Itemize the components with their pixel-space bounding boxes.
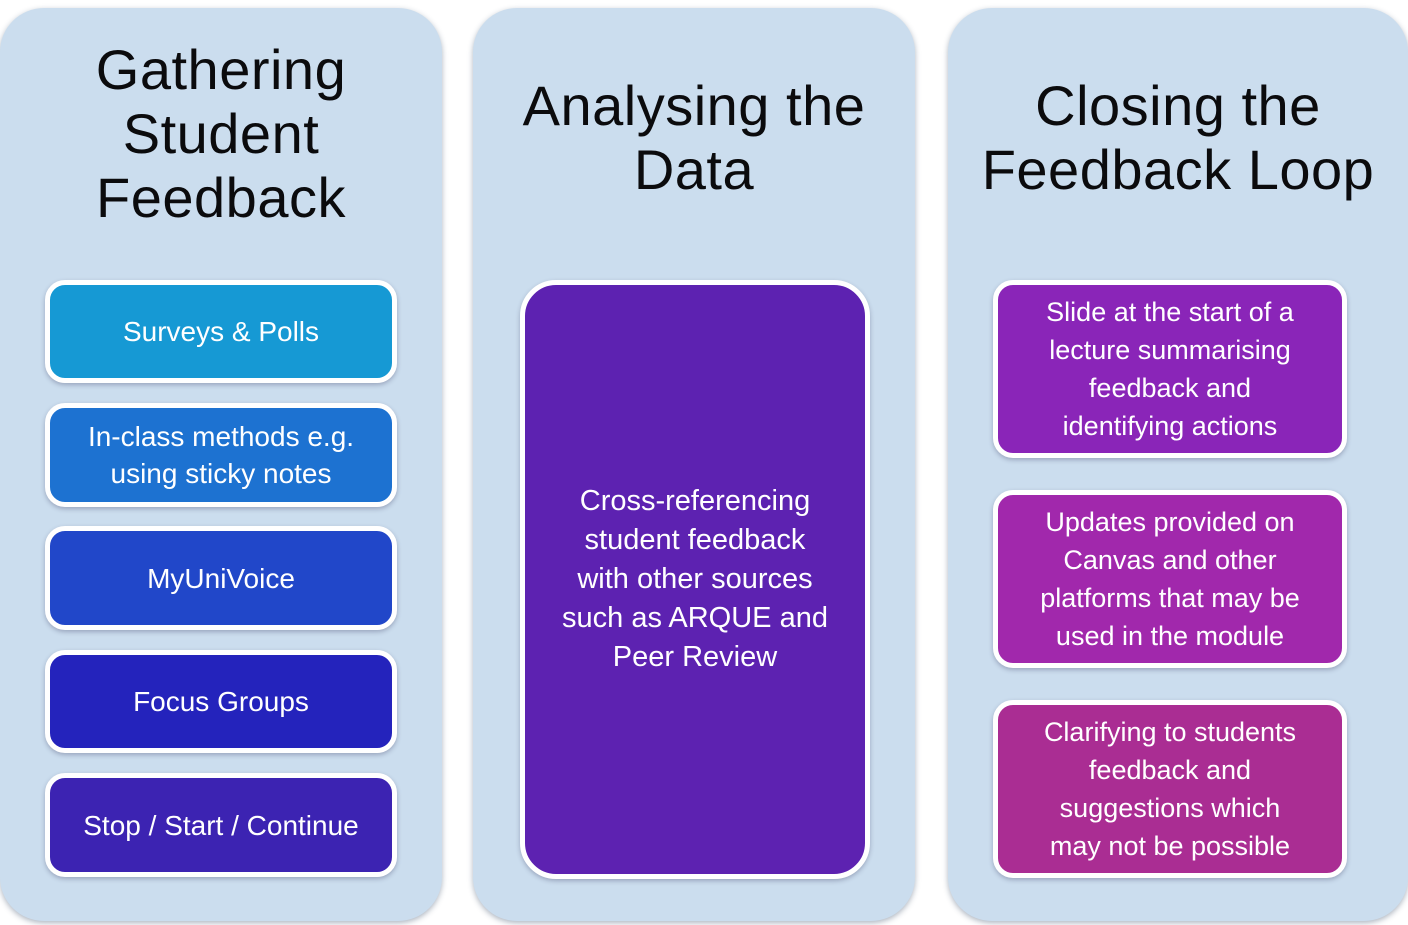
box-label: Surveys & Polls xyxy=(122,316,320,347)
column-closing-the-feedback-loop: Closing the Feedback Loop Slide at the s… xyxy=(948,8,1408,921)
box-slide-at-lecture-start: Slide at the start of a lecture summaris… xyxy=(993,280,1347,458)
box-label: Cross-referencing student feedback with … xyxy=(562,485,828,673)
box-label: Clarifying to students feedback and sugg… xyxy=(1043,717,1297,861)
box-label: Stop / Start / Continue xyxy=(83,809,359,841)
box-label: In-class methods e.g. using sticky notes xyxy=(87,421,355,489)
box-label: Updates provided on Canvas and other pla… xyxy=(1040,507,1300,651)
box-stop-start-continue: Stop / Start / Continue xyxy=(45,773,397,877)
box-myunivoice: MyUniVoice xyxy=(45,526,397,630)
box-cross-referencing: Cross-referencing student feedback with … xyxy=(520,280,870,879)
box-surveys-and-polls: Surveys & Polls xyxy=(45,280,397,383)
box-label: Focus Groups xyxy=(133,686,309,717)
box-clarifying-to-students: Clarifying to students feedback and sugg… xyxy=(993,700,1347,878)
column-gathering-student-feedback: Gathering Student Feedback Surveys & Pol… xyxy=(0,8,442,921)
column-title-gathering-student-feedback: Gathering Student Feedback xyxy=(95,38,347,229)
box-updates-on-canvas: Updates provided on Canvas and other pla… xyxy=(993,490,1347,668)
box-label: MyUniVoice xyxy=(147,562,295,594)
column-analysing-the-data: Analysing the Data Cross-referencing stu… xyxy=(473,8,915,921)
box-label: Slide at the start of a lecture summaris… xyxy=(1046,297,1294,441)
column-title-closing-the-feedback-loop: Closing the Feedback Loop xyxy=(981,74,1375,201)
box-focus-groups: Focus Groups xyxy=(45,650,397,753)
box-in-class-methods: In-class methods e.g. using sticky notes xyxy=(45,403,397,507)
column-title-analysing-the-data: Analysing the Data xyxy=(522,74,866,201)
